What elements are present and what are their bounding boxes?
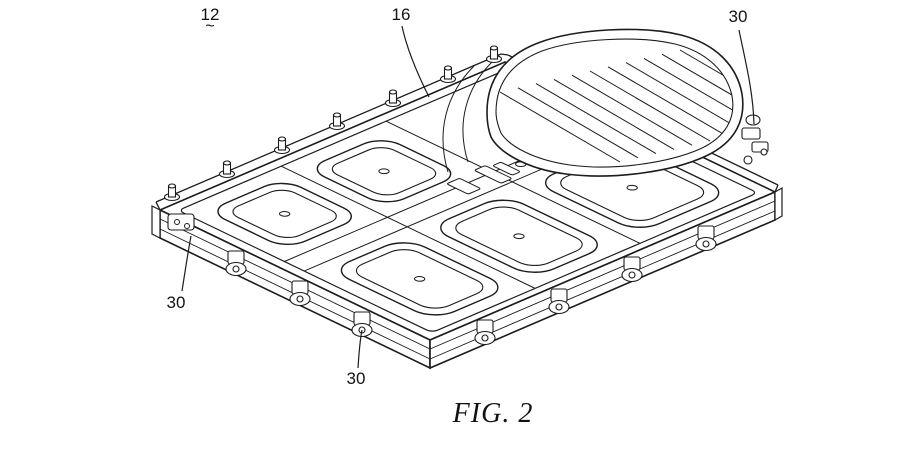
ref-label-12-underline: ~ (205, 18, 214, 35)
battery-pack-assembly (151, 28, 783, 370)
leader-line-30-front (357, 329, 363, 369)
leader-lines (181, 25, 755, 369)
ribbed-cover (486, 28, 744, 177)
leader-line-30-left (181, 235, 192, 292)
leader-line-16 (401, 25, 430, 98)
leader-line-30-right (738, 29, 755, 125)
ref-label-30-front: 30 (347, 369, 366, 388)
right-corner-hardware (741, 114, 769, 165)
serpentine-loop-3 (330, 238, 510, 321)
figure-caption: FIG. 2 (452, 398, 534, 429)
ref-label-12: 12 (201, 5, 220, 24)
ref-label-30-right: 30 (729, 7, 748, 26)
center-connector-cluster (445, 155, 536, 196)
ref-label-30-left: 30 (167, 293, 186, 312)
cover-ramp-contours (442, 61, 493, 173)
serpentine-loop-1 (207, 179, 362, 249)
ref-label-16: 16 (392, 5, 411, 24)
cover-ribs (499, 41, 733, 163)
left-end-cap (151, 205, 161, 239)
right-end-cap (774, 186, 783, 222)
serpentine-loop-2 (307, 136, 462, 206)
left-mount-bracket (167, 213, 195, 231)
serpentine-loop-4 (429, 195, 609, 278)
